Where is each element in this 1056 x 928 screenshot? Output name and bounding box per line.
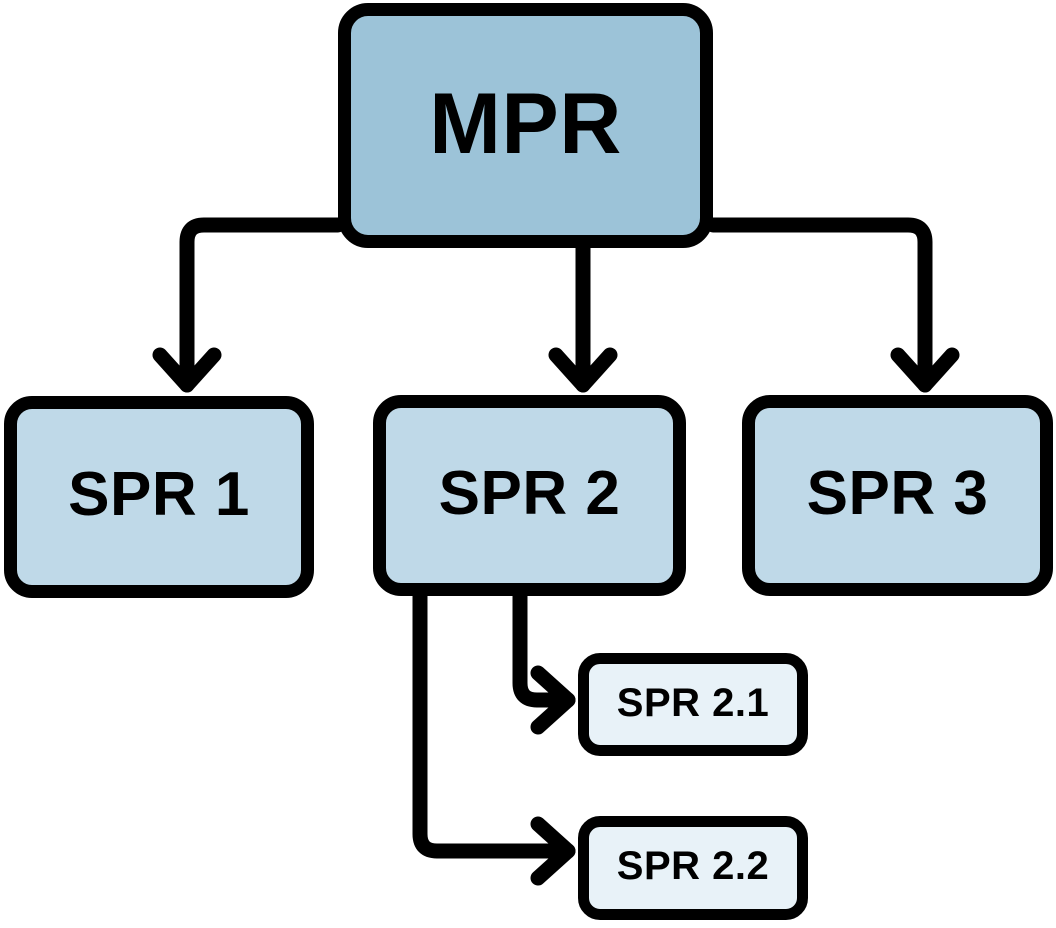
node-spr-2-1[interactable]: SPR 2.1 bbox=[578, 653, 808, 756]
arrowhead-spr1 bbox=[152, 347, 222, 393]
node-spr-2-1-label: SPR 2.1 bbox=[616, 680, 770, 725]
node-spr-3-label: SPR 3 bbox=[806, 458, 989, 528]
node-mpr-label: MPR bbox=[429, 75, 622, 172]
edge-mpr-to-spr1 bbox=[179, 217, 346, 393]
edge-spr2-to-spr22 bbox=[412, 588, 576, 859]
arrowhead-spr22 bbox=[530, 816, 576, 886]
node-spr-2-label: SPR 2 bbox=[438, 458, 621, 528]
node-spr-2-2[interactable]: SPR 2.2 bbox=[578, 816, 808, 920]
node-spr-2-2-label: SPR 2.2 bbox=[616, 844, 770, 888]
edge-mpr-to-spr3 bbox=[705, 217, 933, 393]
node-spr-2[interactable]: SPR 2 bbox=[373, 395, 686, 596]
node-spr-1[interactable]: SPR 1 bbox=[4, 396, 314, 598]
arrowhead-spr21 bbox=[530, 665, 576, 735]
node-spr-3[interactable]: SPR 3 bbox=[742, 395, 1053, 596]
node-mpr[interactable]: MPR bbox=[338, 3, 713, 248]
edge-spr2-to-spr21 bbox=[512, 588, 576, 708]
arrowhead-spr2 bbox=[548, 347, 618, 393]
arrowhead-spr3 bbox=[890, 347, 960, 393]
node-spr-1-label: SPR 1 bbox=[68, 460, 250, 529]
